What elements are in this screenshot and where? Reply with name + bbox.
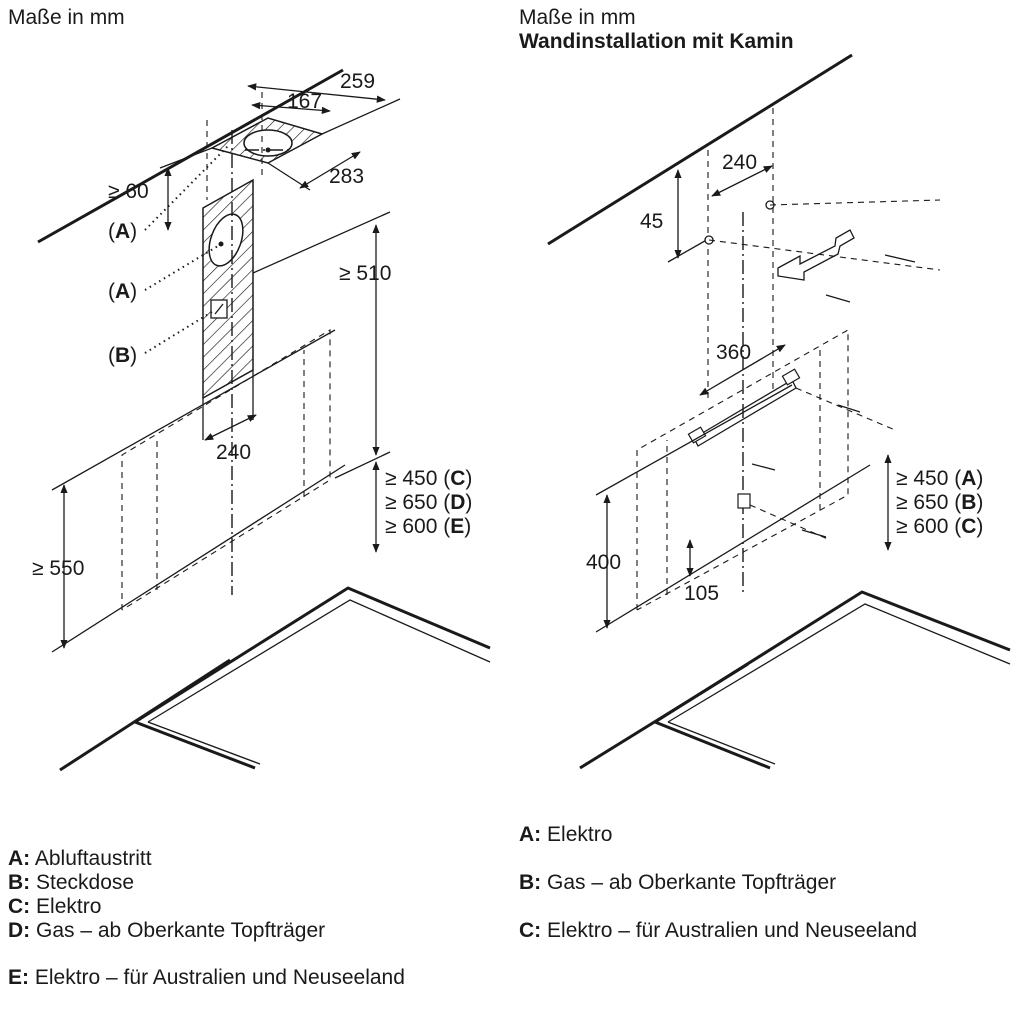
- legend-item: B: Gas – ab Oberkante Topfträger: [519, 871, 837, 894]
- dim-510: ≥ 510: [339, 262, 391, 285]
- dim-240-right: 240: [722, 151, 757, 174]
- left-heading: Maße in mm: [8, 6, 125, 29]
- callout-a1: (A): [108, 220, 137, 243]
- clearance-left-3: ≥ 600 (E): [385, 515, 471, 538]
- installation-drawing: 259 167 283 ≥ 60 ≥ 510 240 ≥ 550 (A) (A)…: [32, 53, 1011, 772]
- right-subheading: Wandinstallation mit Kamin: [519, 30, 794, 53]
- left-legend: A: Abluftaustritt B: Steckdose C: Elektr…: [8, 847, 405, 990]
- dim-400: 400: [586, 551, 621, 574]
- legend-item: D: Gas – ab Oberkante Topfträger: [8, 919, 326, 942]
- dim-240-left: 240: [216, 441, 251, 464]
- dim-45: 45: [640, 210, 663, 233]
- dim-259: 259: [340, 70, 375, 93]
- legend-item: A: Elektro: [519, 823, 613, 846]
- dim-283: 283: [329, 165, 364, 188]
- clearance-right-1: ≥ 450 (A): [896, 467, 983, 490]
- legend-item: E: Elektro – für Australien und Neuseela…: [8, 966, 405, 989]
- legend-item: C: Elektro: [8, 895, 102, 918]
- left-drawing: [37, 68, 491, 772]
- dim-60: ≥ 60: [108, 180, 149, 203]
- legend-item: B: Steckdose: [8, 871, 135, 894]
- clearance-right-2: ≥ 650 (B): [896, 491, 983, 514]
- clearance-left-1: ≥ 450 (C): [385, 467, 472, 490]
- right-heading: Maße in mm: [519, 6, 636, 29]
- clearance-right-3: ≥ 600 (C): [896, 515, 983, 538]
- right-drawing: [547, 53, 1011, 770]
- wall-panel: [202, 178, 254, 400]
- dim-360: 360: [716, 341, 751, 364]
- legend-item: A: Abluftaustritt: [8, 847, 152, 870]
- dim-167: 167: [287, 90, 322, 113]
- callout-b: (B): [108, 344, 137, 367]
- callout-a2: (A): [108, 280, 137, 303]
- legend-item: C: Elektro – für Australien und Neuseela…: [519, 919, 918, 942]
- dim-550: ≥ 550: [32, 557, 84, 580]
- dim-105: 105: [684, 582, 719, 605]
- clearance-left-2: ≥ 650 (D): [385, 491, 472, 514]
- right-legend: A: Elektro B: Gas – ab Oberkante Topfträ…: [519, 823, 917, 943]
